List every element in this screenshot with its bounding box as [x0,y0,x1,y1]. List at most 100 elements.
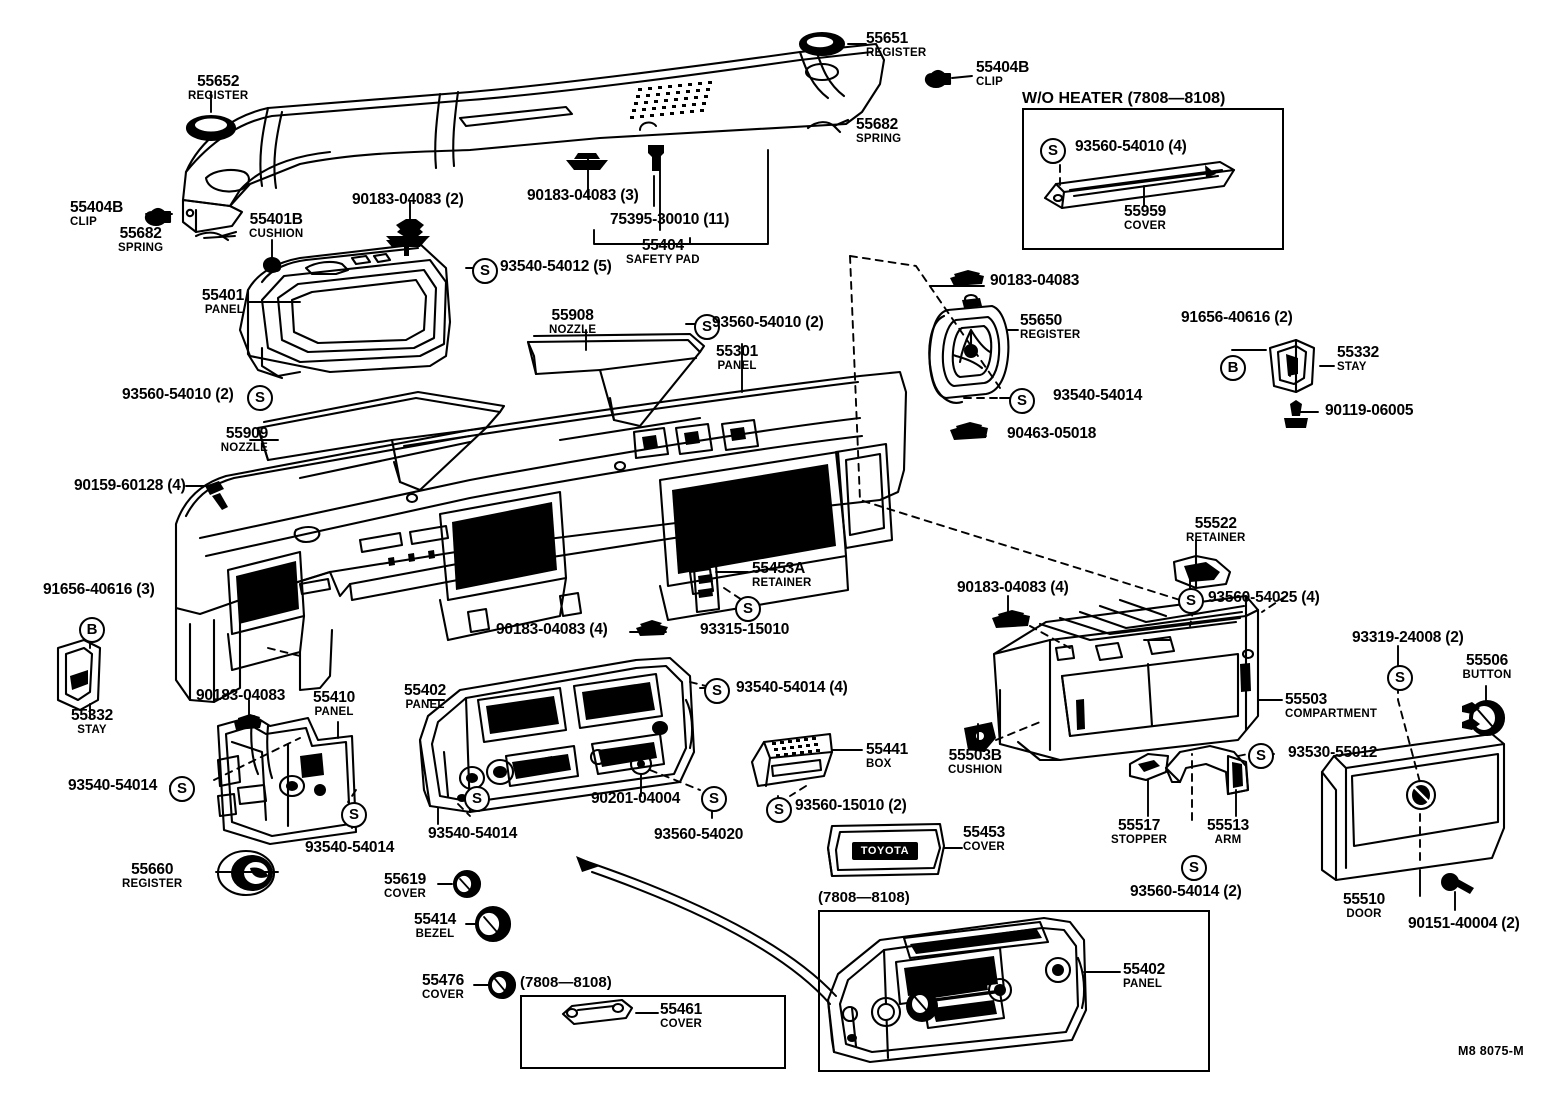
label-55660: 55660 REGISTER [122,861,183,890]
label-55959: 55959 COVER [1123,203,1167,232]
label-55650: 55650 REGISTER [1020,312,1081,341]
label-55402-alt: 55402 PANEL [1123,961,1166,990]
label-55619: 55619 COVER [383,871,427,900]
inset-box-panel-55402-alt [818,910,1210,1072]
label-90183-04083-register: 90183-04083 [990,272,1080,289]
marker-s-93540-54014-panel-right: S [341,802,367,828]
label-55503B: 55503B CUSHION [948,747,1003,776]
label-90183-04083-55410: 90183-04083 [196,687,286,704]
label-55453: 55453 COVER [963,824,1006,853]
label-93315-15010: 93315-15010 [700,621,790,638]
panel-55410 [216,714,358,846]
marker-b-91656-40616-right: B [1220,355,1246,381]
stay-55332-right [1268,338,1316,394]
toyota-badge: TOYOTA [860,845,910,857]
register-55652 [185,114,237,142]
washer-90201-04004 [629,752,653,776]
clip-90183-04083-c [386,219,430,244]
label-93540-54012: 93540-54012 (5) [500,258,612,275]
screw-90159-60128 [205,481,228,510]
label-55414: 55414 BEZEL [413,911,457,940]
label-75395-30010: 75395-30010 (11) [610,211,730,228]
label-55510: 55510 DOOR [1342,891,1386,920]
marker-s-93560-54010-inset: S [1040,138,1066,164]
label-55506: 55506 BUTTON [1462,652,1512,681]
bolt-90119-06005 [1284,400,1308,428]
label-90183-04083-3x: 90183-04083 (3) [527,187,639,204]
marker-s-93560-54014-2x: S [1181,855,1207,881]
cushion-55401B [262,256,282,274]
stay-55332-left [56,638,102,712]
nozzle-55908 [526,332,706,428]
inset-box-wo-heater [1022,108,1284,250]
marker-s-93560-54010-center: S [694,314,720,340]
clip-90183-04083-g [992,610,1030,628]
pin-75395-30010 [639,121,664,171]
label-93560-54025: 93560-54025 (4) [1208,589,1320,606]
label-90183-04083-4x-compartment: 90183-04083 (4) [957,579,1069,596]
label-55410: 55410 PANEL [313,689,356,718]
label-55461: 55461 COVER [660,1001,703,1030]
button-55506 [1462,699,1506,737]
label-93530-55012: 93530-55012 [1288,744,1378,761]
label-91656-40616-right: 91656-40616 (2) [1181,309,1293,326]
label-55522: 55522 RETAINER [1186,515,1246,544]
inset-box-cover-55461 [520,995,786,1069]
label-55651: 55651 REGISTER [866,30,927,59]
label-90119-06005: 90119-06005 [1325,402,1414,419]
marker-s-93540-54014-register: S [1009,388,1035,414]
marker-s-93560-54010-left: S [247,385,273,411]
clip-55404B-right [924,69,952,89]
label-55332-right: 55332 STAY [1337,344,1380,373]
label-55404: 55404 SAFETY PAD [626,237,700,266]
stopper-55517 [1128,752,1170,782]
marker-s-93540-54014-panel-left: S [169,776,195,802]
label-55652: 55652 REGISTER [188,73,249,102]
label-55682-right: 55682 SPRING [856,116,902,145]
label-55682-left: 55682 SPRING [118,225,164,254]
marker-s-93560-54020: S [701,786,727,812]
label-55401: 55401 PANEL [201,287,244,316]
sheet-code: M8 8075-M [1458,1044,1524,1058]
label-90183-04083-2x: 90183-04083 (2) [352,191,464,208]
label-90159-60128: 90159-60128 (4) [74,477,186,494]
arm-55513 [1164,744,1250,796]
screw-90151-40004 [1441,873,1474,894]
label-55517: 55517 STOPPER [1111,817,1168,846]
label-93540-54014-55402: 93540-54014 [428,825,518,842]
marker-s-93319-24008: S [1387,665,1413,691]
panel-55401 [238,242,452,380]
label-93540-54014-55410-left: 93540-54014 [68,777,158,794]
label-90183-04083-4x-center: 90183-04083 (4) [496,621,608,638]
label-93560-54014-2x: 93560-54014 (2) [1130,883,1242,900]
clip-90183-04083-a [386,225,426,256]
retainer-55453A [692,563,721,614]
label-93540-54014-55410-right: 93540-54014 [305,839,395,856]
label-93560-15010: 93560-15010 (2) [795,797,907,814]
compartment-55503 [992,594,1260,762]
clip-55404B-left [144,207,172,227]
clip-90183-04083-b [566,153,608,170]
label-93560-54010-center: 93560-54010 (2) [712,314,824,331]
label-55908: 55908 NOZZLE [549,307,597,336]
label-90463-05018: 90463-05018 [1007,425,1097,442]
label-93560-54020: 93560-54020 [654,826,744,843]
panel-55402 [418,656,696,814]
label-90201-04004: 90201-04004 [591,790,681,807]
nozzle-55909 [256,390,506,492]
box-55441 [750,732,834,788]
label-55513: 55513 ARM [1207,817,1250,846]
register-55650 [928,293,1010,404]
label-55453A: 55453A RETAINER [752,560,812,589]
label-55332-left: 55332 STAY [70,707,114,736]
clip-90183-04083-f [234,714,262,730]
inset-title-cover-55461: (7808—8108) [520,974,612,991]
marker-s-93540-54014-4x: S [704,678,730,704]
label-55301: 55301 PANEL [716,343,759,372]
cover-55619 [452,869,482,899]
label-55401B: 55401B CUSHION [249,211,304,240]
label-55402: 55402 PANEL [404,682,447,711]
panel-55301 [174,370,908,704]
marker-b-91656-40616-left: B [79,617,105,643]
